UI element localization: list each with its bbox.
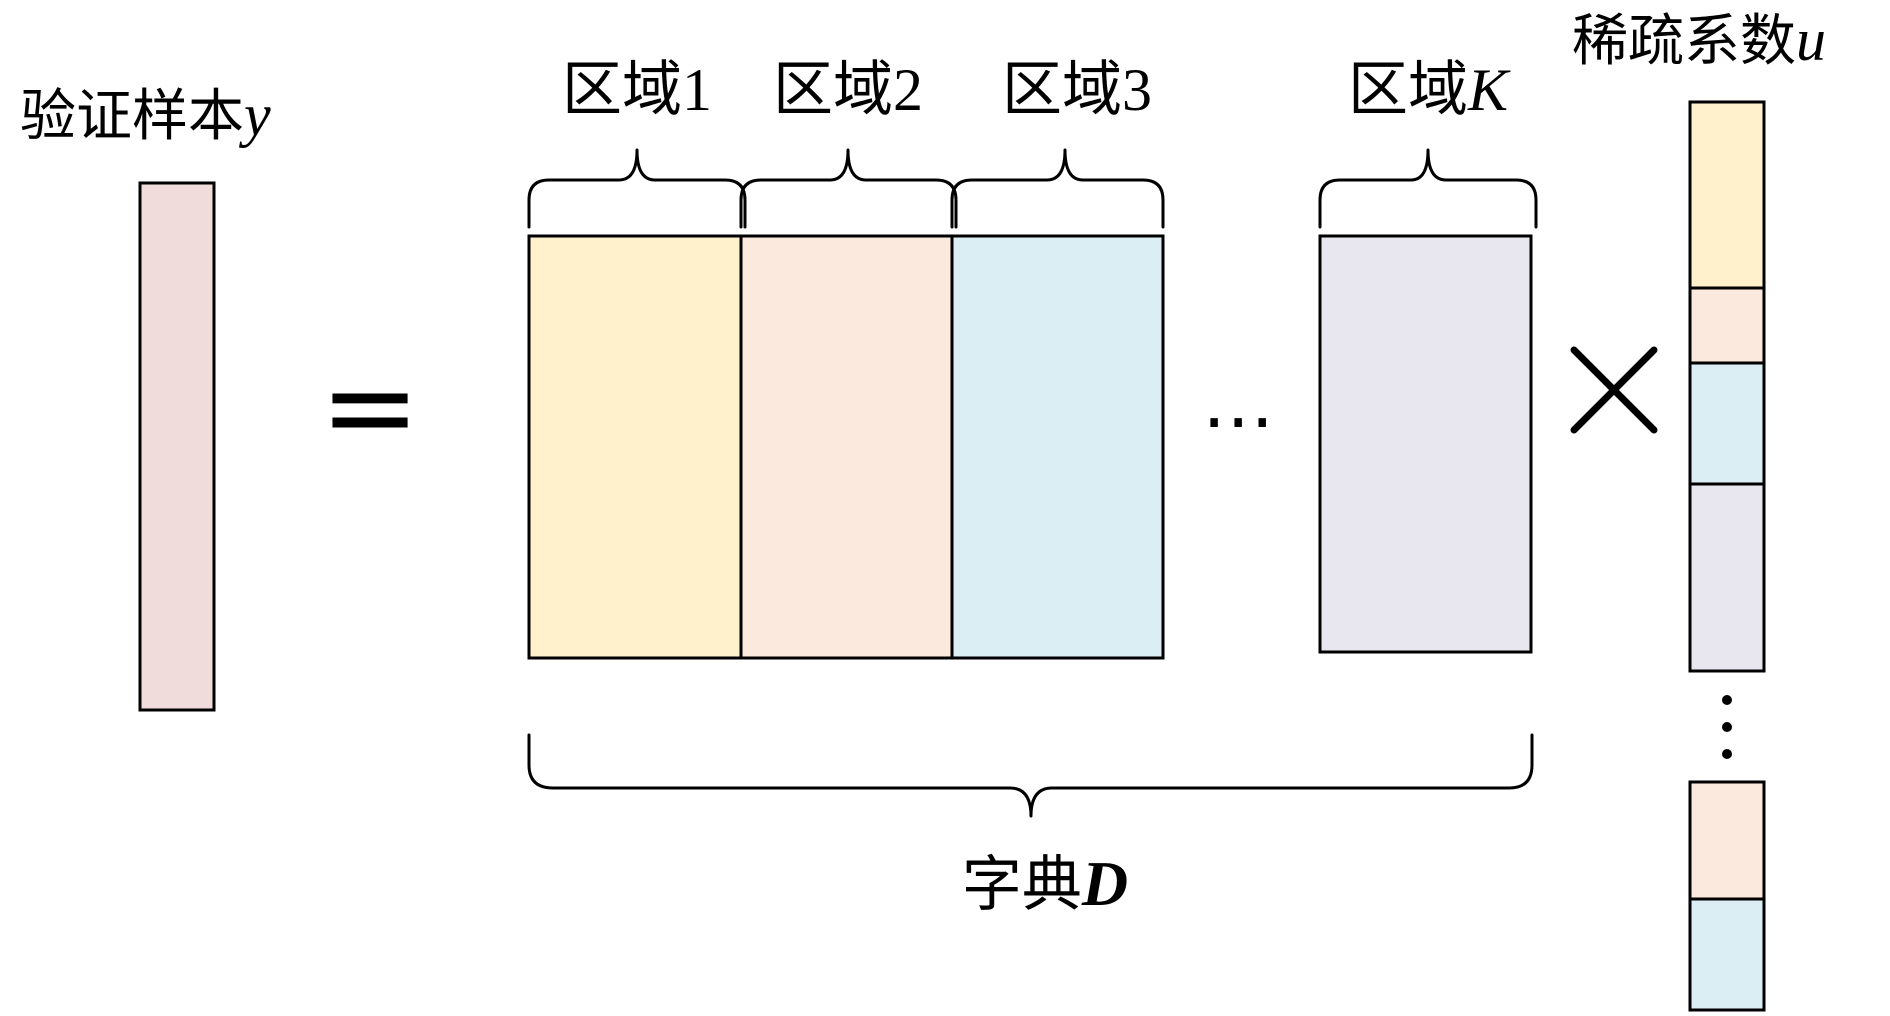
sample-vector — [138, 181, 216, 712]
coefficients-label-text: 稀疏系数 — [1572, 9, 1796, 74]
region-1-label-index: 1 — [682, 57, 712, 123]
region-3-label-index: 3 — [1122, 57, 1152, 123]
region-2-brace — [739, 148, 958, 229]
coefficient-segment — [1688, 780, 1766, 901]
equals-sign: = — [320, 338, 421, 477]
dictionary-brace — [527, 733, 1534, 818]
region-3-label: 区域3 — [1002, 55, 1152, 125]
region-k-brace — [1318, 148, 1538, 229]
region-2-label-text: 区域 — [773, 55, 893, 125]
region-k-block — [1318, 234, 1533, 654]
coefficient-vector-top — [1688, 100, 1766, 673]
coefficient-segment — [1688, 482, 1766, 673]
ellipsis: ⋯ — [1202, 378, 1274, 462]
region-1-label: 区域1 — [562, 55, 712, 125]
coefficient-segment — [1688, 361, 1766, 486]
region-k-label: 区域K — [1348, 55, 1511, 125]
region-3-label-text: 区域 — [1002, 55, 1122, 125]
region-2-label: 区域2 — [773, 55, 923, 125]
region-2-label-index: 2 — [893, 57, 923, 123]
vertical-ellipsis — [1722, 695, 1732, 759]
sample-label-text: 验证样本 — [20, 84, 244, 149]
region-k-label-index: K — [1467, 57, 1511, 123]
sample-label-var: y — [238, 82, 271, 148]
dictionary-label: 字典D — [962, 848, 1128, 920]
sample-label: 验证样本y — [20, 82, 271, 149]
coefficients-label: 稀疏系数u — [1572, 7, 1826, 74]
region-2-block — [739, 234, 954, 660]
region-3-brace — [950, 148, 1165, 229]
region-3-block — [950, 234, 1165, 660]
times-sign — [1570, 346, 1658, 434]
region-k-label-text: 区域 — [1348, 55, 1468, 125]
coefficient-segment — [1688, 286, 1766, 365]
dictionary-label-var: D — [1081, 848, 1128, 919]
region-1-brace — [527, 148, 747, 229]
dictionary-label-text: 字典 — [962, 850, 1082, 920]
coefficient-segment — [1688, 897, 1766, 1012]
coefficients-label-var: u — [1796, 7, 1826, 73]
coefficient-vector-bottom — [1688, 780, 1766, 1012]
coefficient-segment — [1688, 100, 1766, 290]
region-1-block — [527, 234, 743, 660]
region-1-label-text: 区域 — [562, 55, 682, 125]
